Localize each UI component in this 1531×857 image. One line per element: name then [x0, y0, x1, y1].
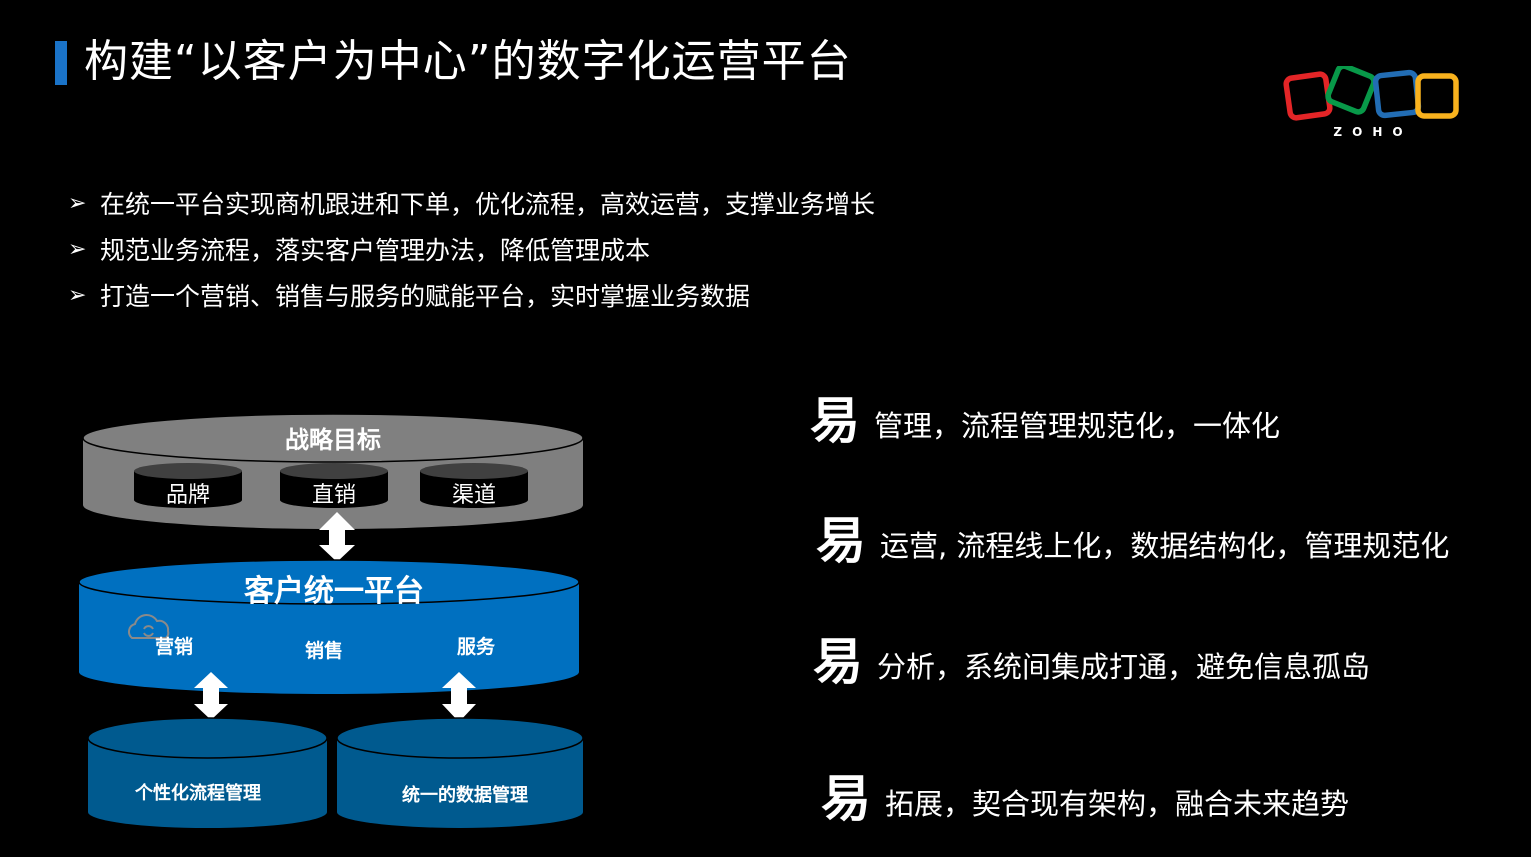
platform-item-service: 服务	[456, 636, 495, 658]
benefit-text: 运营, 流程线上化，数据结构化，管理规范化	[880, 529, 1450, 563]
zoho-logo-text: ZOHO	[1333, 125, 1413, 139]
double-arrow-icon	[319, 512, 355, 562]
strategy-title: 战略目标	[285, 426, 381, 454]
double-arrow-icon	[442, 672, 476, 722]
benefit-item: 易 分析，系统间集成打通，避免信息孤岛	[813, 637, 1370, 687]
zoho-logo-icon	[1283, 66, 1459, 121]
platform-item-sales: 销售	[304, 640, 343, 662]
process-management-cylinder	[87, 717, 328, 829]
bullet-text: 打造一个营销、销售与服务的赋能平台，实时掌握业务数据	[100, 282, 751, 311]
arrowhead-bullet-icon: ➢	[68, 190, 87, 216]
benefit-item: 易 管理，流程管理规范化，一体化	[810, 396, 1280, 446]
platform-cylinder	[78, 559, 580, 694]
benefit-char: 易	[816, 512, 866, 570]
direct-sales-cylinder	[280, 463, 388, 508]
benefit-char: 易	[813, 633, 863, 691]
benefit-char: 易	[821, 770, 871, 828]
bullet-item: ➢ 规范业务流程，落实客户管理办法，降低管理成本	[68, 226, 875, 272]
benefit-text: 拓展，契合现有架构，融合未来趋势	[885, 787, 1350, 821]
strategy-cylinder	[82, 413, 584, 529]
bottom-label-data: 统一的数据管理	[402, 785, 528, 806]
strategy-item-direct-sales: 直销	[311, 483, 356, 508]
channel-cylinder	[420, 463, 528, 508]
title-accent-bar	[55, 41, 67, 85]
strategy-item-brand: 品牌	[165, 483, 210, 508]
brand-cylinder	[134, 463, 242, 508]
bullet-list: ➢ 在统一平台实现商机跟进和下单，优化流程，高效运营，支撑业务增长 ➢ 规范业务…	[68, 180, 875, 318]
arrowhead-bullet-icon: ➢	[68, 236, 87, 262]
platform-diagram	[78, 413, 584, 829]
platform-title: 客户统一平台	[244, 574, 424, 609]
bullet-item: ➢ 打造一个营销、销售与服务的赋能平台，实时掌握业务数据	[68, 272, 875, 318]
benefit-char: 易	[810, 392, 860, 450]
benefit-item: 易 运营, 流程线上化，数据结构化，管理规范化	[816, 516, 1449, 566]
page-title: 构建“以客户为中心”的数字化运营平台	[84, 36, 852, 87]
data-management-cylinder	[336, 717, 584, 828]
cloud-sync-icon	[128, 614, 170, 639]
double-arrow-icon	[194, 672, 228, 720]
bottom-label-process: 个性化流程管理	[135, 783, 261, 804]
bullet-text: 在统一平台实现商机跟进和下单，优化流程，高效运营，支撑业务增长	[100, 190, 876, 219]
bullet-item: ➢ 在统一平台实现商机跟进和下单，优化流程，高效运营，支撑业务增长	[68, 180, 875, 226]
bullet-text: 规范业务流程，落实客户管理办法，降低管理成本	[100, 236, 651, 265]
platform-item-marketing: 营销	[154, 636, 193, 658]
arrowhead-bullet-icon: ➢	[68, 282, 87, 308]
benefit-text: 分析，系统间集成打通，避免信息孤岛	[877, 650, 1371, 684]
benefit-text: 管理，流程管理规范化，一体化	[874, 409, 1281, 443]
benefit-item: 易 拓展，契合现有架构，融合未来趋势	[821, 774, 1349, 824]
strategy-item-channel: 渠道	[451, 483, 496, 508]
